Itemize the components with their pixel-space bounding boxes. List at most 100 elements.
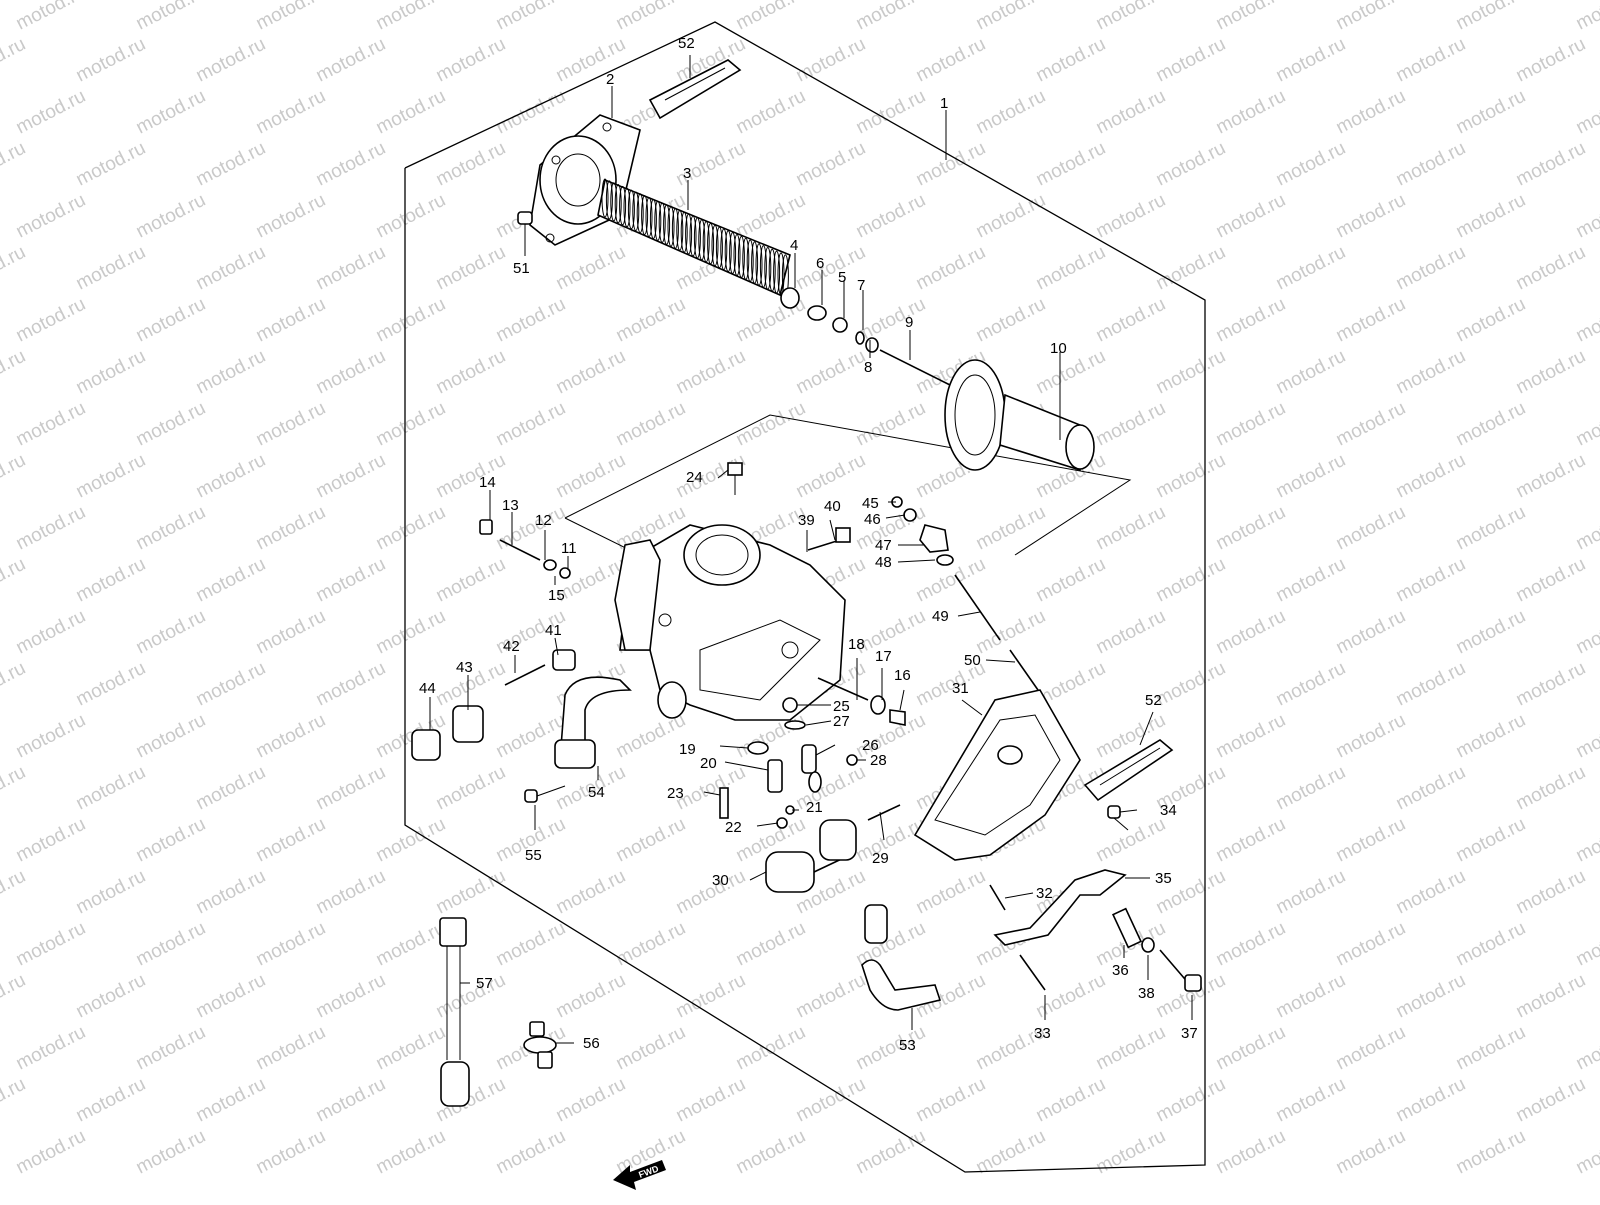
watermark-text: motod.ru (193, 866, 269, 919)
watermark-text: motod.ru (253, 1022, 329, 1075)
watermark-text: motod.ru (1513, 450, 1589, 503)
screw-33-part (1019, 954, 1046, 991)
screw-55-part (524, 785, 566, 803)
watermark-text: motod.ru (133, 710, 209, 763)
watermark-text: motod.ru (433, 970, 509, 1023)
watermark-text: motod.ru (1213, 606, 1289, 659)
watermark-text: motod.ru (73, 450, 149, 503)
callout-11: 11 (561, 540, 577, 557)
callout-labels: 1 2 3 4 5 6 7 8 9 10 11 12 13 14 15 16 1… (419, 35, 1198, 1054)
watermark-text: motod.ru (1333, 1126, 1409, 1179)
watermark-text: motod.ru (253, 1126, 329, 1179)
watermark-text: motod.ru (133, 814, 209, 867)
watermark-text: motod.ru (1093, 1126, 1169, 1179)
watermark-text: motod.ru (0, 866, 29, 919)
watermark-text: motod.ru (1333, 606, 1409, 659)
watermark-text: motod.ru (733, 1126, 809, 1179)
watermark-text: motod.ru (1093, 606, 1169, 659)
watermark-text: motod.ru (1273, 242, 1349, 295)
callout-36: 36 (1112, 962, 1129, 979)
watermark-text: motod.ru (1513, 346, 1589, 399)
watermark-text: motod.ru (1273, 554, 1349, 607)
spring-coil (737, 235, 745, 278)
spring-coil (707, 222, 715, 265)
watermark-text: motod.ru (1453, 398, 1529, 451)
watermark-text: motod.ru (1513, 34, 1589, 87)
watermark-text: motod.ru (1033, 242, 1109, 295)
watermark-text: motod.ru (0, 1074, 29, 1127)
watermark-text: motod.ru (73, 762, 149, 815)
watermark-text: motod.ru (433, 242, 509, 295)
spring-coil (676, 209, 684, 251)
callout-55: 55 (525, 847, 542, 864)
watermark-text: motod.ru (1333, 710, 1409, 763)
callout-24: 24 (686, 469, 703, 486)
watermark-text: motod.ru (13, 1126, 89, 1179)
watermark-text: motod.ru (0, 242, 29, 295)
callout-12: 12 (535, 512, 552, 529)
spring-coil (685, 213, 693, 255)
spring-coil (759, 245, 767, 288)
callout-38: 38 (1138, 985, 1155, 1002)
callout-46: 46 (864, 511, 881, 528)
callout-3: 3 (683, 165, 691, 182)
watermark-text: motod.ru (1153, 450, 1229, 503)
watermark-text: motod.ru (613, 294, 689, 347)
watermark-text: motod.ru (1153, 554, 1229, 607)
watermark-text: motod.ru (1033, 1074, 1109, 1127)
callout-2: 2 (606, 71, 614, 88)
watermark-text: motod.ru (193, 450, 269, 503)
jet-needle-part (879, 349, 951, 386)
watermark-text: motod.ru (1453, 1126, 1529, 1179)
callout-33: 33 (1034, 1025, 1051, 1042)
watermark-text: motod.ru (1213, 502, 1289, 555)
watermark-text: motod.ru (193, 554, 269, 607)
watermark-text: motod.ru (193, 970, 269, 1023)
callout-53: 53 (899, 1037, 916, 1054)
watermark-text: motod.ru (1453, 918, 1529, 971)
watermark-text: motod.ru (1573, 398, 1600, 451)
watermark-text: motod.ru (1273, 138, 1349, 191)
watermark-text: motod.ru (373, 814, 449, 867)
spring-coil (724, 230, 732, 273)
watermark-text: motod.ru (133, 1126, 209, 1179)
watermark-text: motod.ru (1573, 1022, 1600, 1075)
needle-fittings-part (780, 287, 879, 353)
watermark-text: motod.ru (853, 0, 929, 34)
watermark-text: motod.ru (73, 658, 149, 711)
callout-19: 19 (679, 741, 696, 758)
spring-coil (632, 191, 640, 232)
watermark-text: motod.ru (193, 138, 269, 191)
callout-1: 1 (940, 95, 948, 112)
watermark-text: motod.ru (1093, 398, 1169, 451)
watermark-text: motod.ru (1573, 1126, 1600, 1179)
watermark-text: motod.ru (1213, 0, 1289, 34)
watermark-text: motod.ru (1153, 242, 1229, 295)
piston-valve-part (944, 359, 1095, 472)
callout-32: 32 (1036, 885, 1053, 902)
watermark-text: motod.ru (373, 398, 449, 451)
watermark-text: motod.ru (1153, 1074, 1229, 1127)
watermark-text: motod.ru (1513, 658, 1589, 711)
watermark-text: motod.ru (13, 606, 89, 659)
callout-15: 15 (548, 587, 565, 604)
watermark-text: motod.ru (13, 398, 89, 451)
watermark-text: motod.ru (733, 86, 809, 139)
callout-27: 27 (833, 713, 850, 730)
watermark-text: motod.ru (1093, 86, 1169, 139)
watermark-text: motod.ru (373, 0, 449, 34)
watermark-text: motod.ru (853, 1126, 929, 1179)
watermark-text: motod.ru (1333, 190, 1409, 243)
watermark-text: motod.ru (1033, 970, 1109, 1023)
spring-coil (658, 202, 666, 243)
watermark-text: motod.ru (913, 138, 989, 191)
watermark-text: motod.ru (673, 866, 749, 919)
watermark-text: motod.ru (913, 34, 989, 87)
watermark-text: motod.ru (793, 970, 869, 1023)
watermark-text: motod.ru (493, 0, 569, 34)
watermark-text: motod.ru (1033, 138, 1109, 191)
watermark-text: motod.ru (73, 970, 149, 1023)
float-bowl-part (913, 689, 1081, 861)
watermark-text: motod.ru (733, 0, 809, 34)
